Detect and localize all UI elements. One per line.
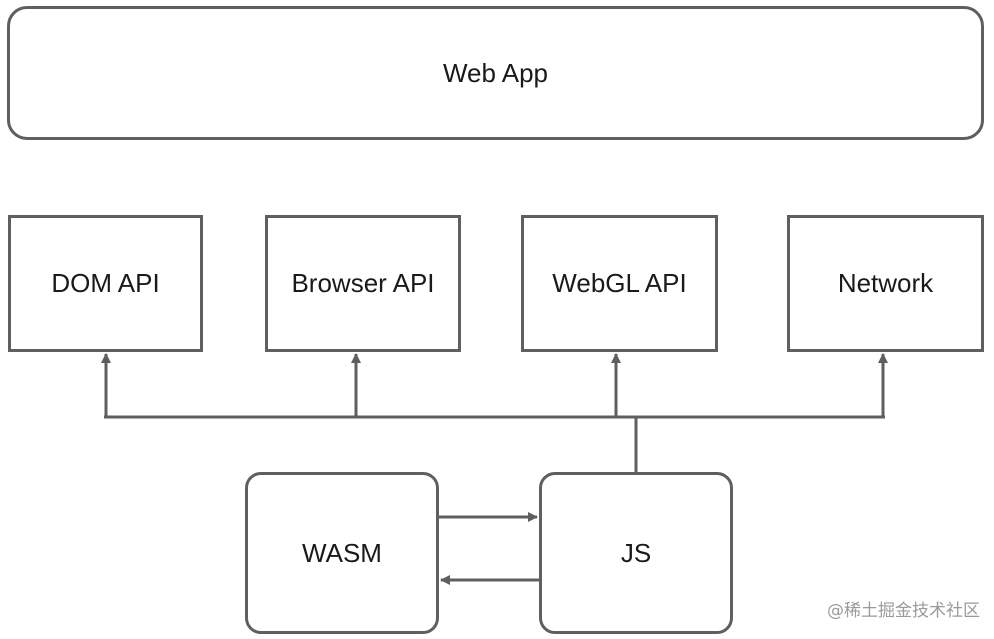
- js-box: JS: [539, 472, 733, 634]
- wasm-box: WASM: [245, 472, 439, 634]
- wasm-label: WASM: [302, 537, 382, 568]
- browser-api-box: Browser API: [265, 215, 461, 352]
- webgl-api-label: WebGL API: [552, 268, 687, 298]
- browser-api-label: Browser API: [291, 268, 435, 298]
- dom-api-label: DOM API: [51, 268, 160, 298]
- dom-api-box: DOM API: [8, 215, 203, 352]
- network-label: Network: [837, 268, 934, 298]
- js-label: JS: [620, 537, 652, 568]
- watermark: @稀土掘金技术社区: [827, 601, 980, 621]
- network-box: Network: [787, 215, 984, 352]
- webgl-api-box: WebGL API: [521, 215, 718, 352]
- web-app-label: Web App: [442, 57, 549, 88]
- web-app-box: Web App: [7, 6, 984, 140]
